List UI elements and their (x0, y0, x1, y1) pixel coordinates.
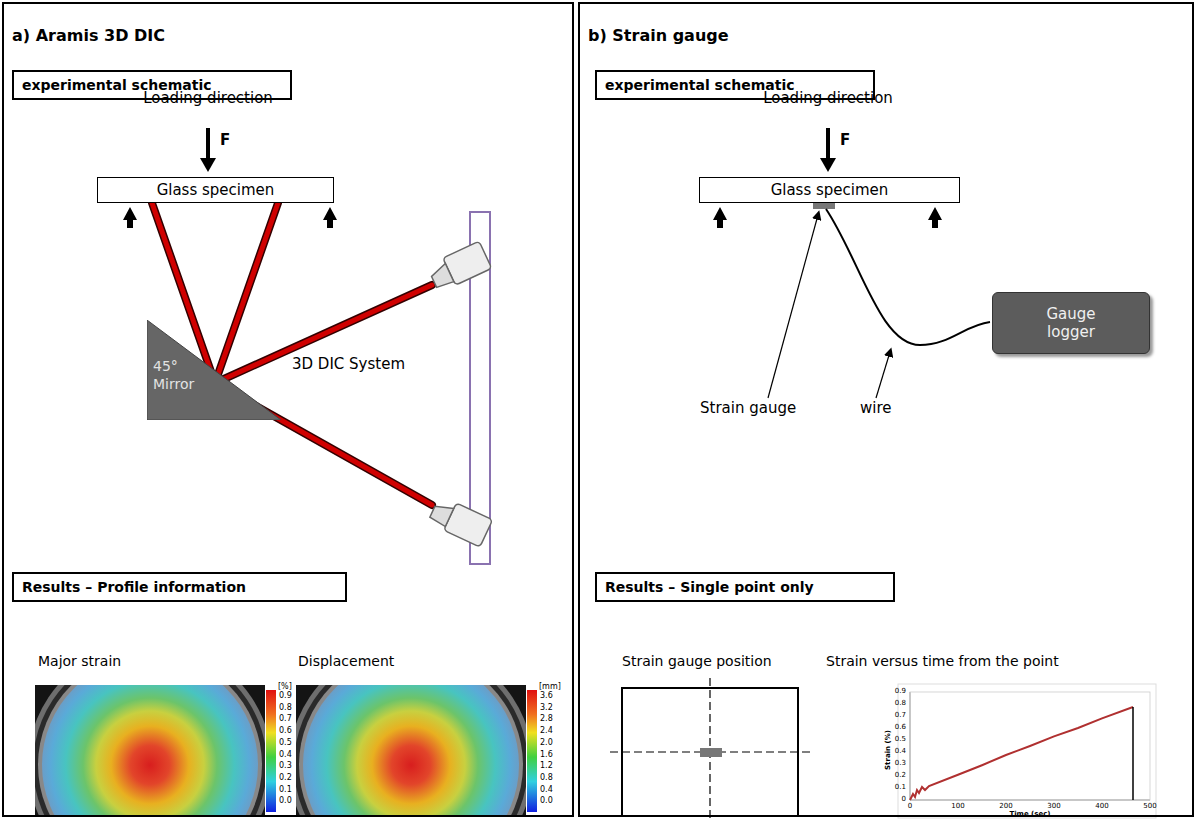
label: F (220, 132, 230, 149)
panel-title: b) Strain gauge (588, 26, 729, 45)
label: 300 (1047, 802, 1060, 810)
label: Loading direction (763, 90, 893, 107)
label: 0.0 (540, 796, 553, 805)
label: [%] (278, 682, 292, 691)
label: 100 (951, 802, 964, 810)
node-text: Glass specimen (771, 181, 889, 199)
label: 1.2 (540, 761, 553, 770)
label: 0.6 (895, 723, 906, 731)
mirror-prism: 45° Mirror (147, 320, 281, 420)
label: 0.4 (279, 750, 292, 759)
node-text: 45° Mirror (153, 358, 223, 393)
label: 0.3 (895, 759, 906, 767)
label: 3D DIC System (292, 356, 405, 373)
panel-title: a) Aramis 3D DIC (12, 26, 165, 45)
label: Strain gauge (700, 400, 796, 417)
node-text: Results – Single point only (605, 579, 814, 595)
label: 2.0 (540, 738, 553, 747)
label: wire (860, 400, 892, 417)
label: 400 (1095, 802, 1108, 810)
label: 0.3 (279, 761, 292, 770)
label: Strain versus time from the point (826, 653, 1059, 669)
node-text: Glass specimen (157, 181, 275, 199)
label: 0.2 (895, 771, 906, 779)
glass-specimen: Glass specimen (699, 177, 960, 203)
label: 0.2 (279, 773, 292, 782)
label: Loading direction (143, 90, 273, 107)
label: 1.6 (540, 750, 553, 759)
label: 0.9 (895, 687, 906, 695)
label: 0 (902, 795, 906, 803)
label: 0.1 (279, 785, 292, 794)
label: 0.4 (540, 785, 553, 794)
label: 3.6 (540, 691, 553, 700)
label: 0.8 (540, 773, 553, 782)
section-heading: Results – Single point only (595, 572, 895, 602)
label: 0.7 (895, 711, 906, 719)
label: 0.5 (279, 738, 292, 747)
node-text: Results – Profile information (22, 579, 246, 595)
label: 0.1 (895, 783, 906, 791)
label: 500 (1143, 802, 1156, 810)
label: Major strain (38, 653, 121, 669)
label: 0.0 (279, 796, 292, 805)
label: 0.8 (895, 699, 906, 707)
label: 3.2 (540, 703, 553, 712)
label: Displacement (298, 653, 394, 669)
glass-specimen: Glass specimen (97, 177, 334, 203)
label: Strain gauge position (622, 653, 772, 669)
label: 0.9 (279, 691, 292, 700)
label: 0.6 (279, 726, 292, 735)
gauge-logger: Gauge logger (992, 292, 1150, 354)
label: 200 (999, 802, 1012, 810)
label: 2.8 (540, 714, 553, 723)
label: Time (sec) (1009, 810, 1050, 818)
label: [mm] (539, 682, 561, 691)
label: 2.4 (540, 726, 553, 735)
section-heading: Results – Profile information (12, 572, 347, 602)
label: 0.4 (895, 747, 906, 755)
label: 0 (908, 802, 912, 810)
label: 0.7 (279, 714, 292, 723)
node-text: Gauge logger (1026, 305, 1116, 341)
label: Strain (%) (884, 730, 892, 770)
label: 0.8 (279, 703, 292, 712)
label: 0.5 (895, 735, 906, 743)
label: F (840, 132, 850, 149)
